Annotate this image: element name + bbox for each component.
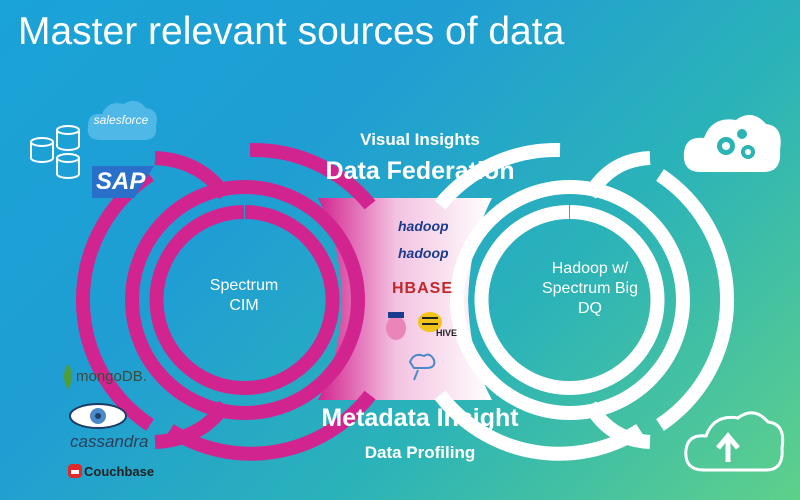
mongodb-logo: mongoDB. (76, 368, 147, 385)
slide-title: Master relevant sources of data (18, 10, 565, 53)
couchbase-icon (68, 464, 82, 478)
federation-bridge (318, 198, 492, 400)
metadata-insight-label: Metadata Insight (321, 404, 519, 432)
couchbase-logo: Couchbase (84, 464, 155, 479)
sqoop-icon (408, 353, 436, 381)
spectrum-cim-label: Spectrum CIM (209, 277, 279, 314)
hive-bee-icon (418, 312, 442, 332)
salesforce-logo-text: salesforce (93, 113, 149, 127)
pig-icon (386, 312, 406, 340)
data-federation-label: Data Federation (325, 157, 515, 185)
salesforce-logo: salesforce (88, 100, 154, 144)
left-hub-rings (76, 142, 376, 461)
hadoop-hdfs-logo: hadoop (398, 218, 449, 234)
visual-insights-label: Visual Insights (360, 130, 480, 149)
cassandra-eye-icon (69, 403, 127, 429)
hadoop-bigdata-logo: hadoop (398, 245, 449, 261)
cloud-upload-icon (684, 411, 785, 472)
data-profiling-label: Data Profiling (364, 443, 476, 462)
cassandra-logo: cassandra (70, 432, 149, 451)
mongodb-leaf-icon (64, 364, 72, 390)
right-hub-rings (434, 142, 734, 461)
cloud-gears-icon (683, 114, 781, 172)
hive-logo: HIVE (436, 328, 458, 338)
salesforce-cloud-icon (87, 100, 157, 140)
database-icon (30, 125, 80, 179)
hbase-logo: HBASE (392, 280, 454, 297)
hadoop-big-dq-label: Hadoop w/ Spectrum Big DQ (541, 260, 639, 317)
